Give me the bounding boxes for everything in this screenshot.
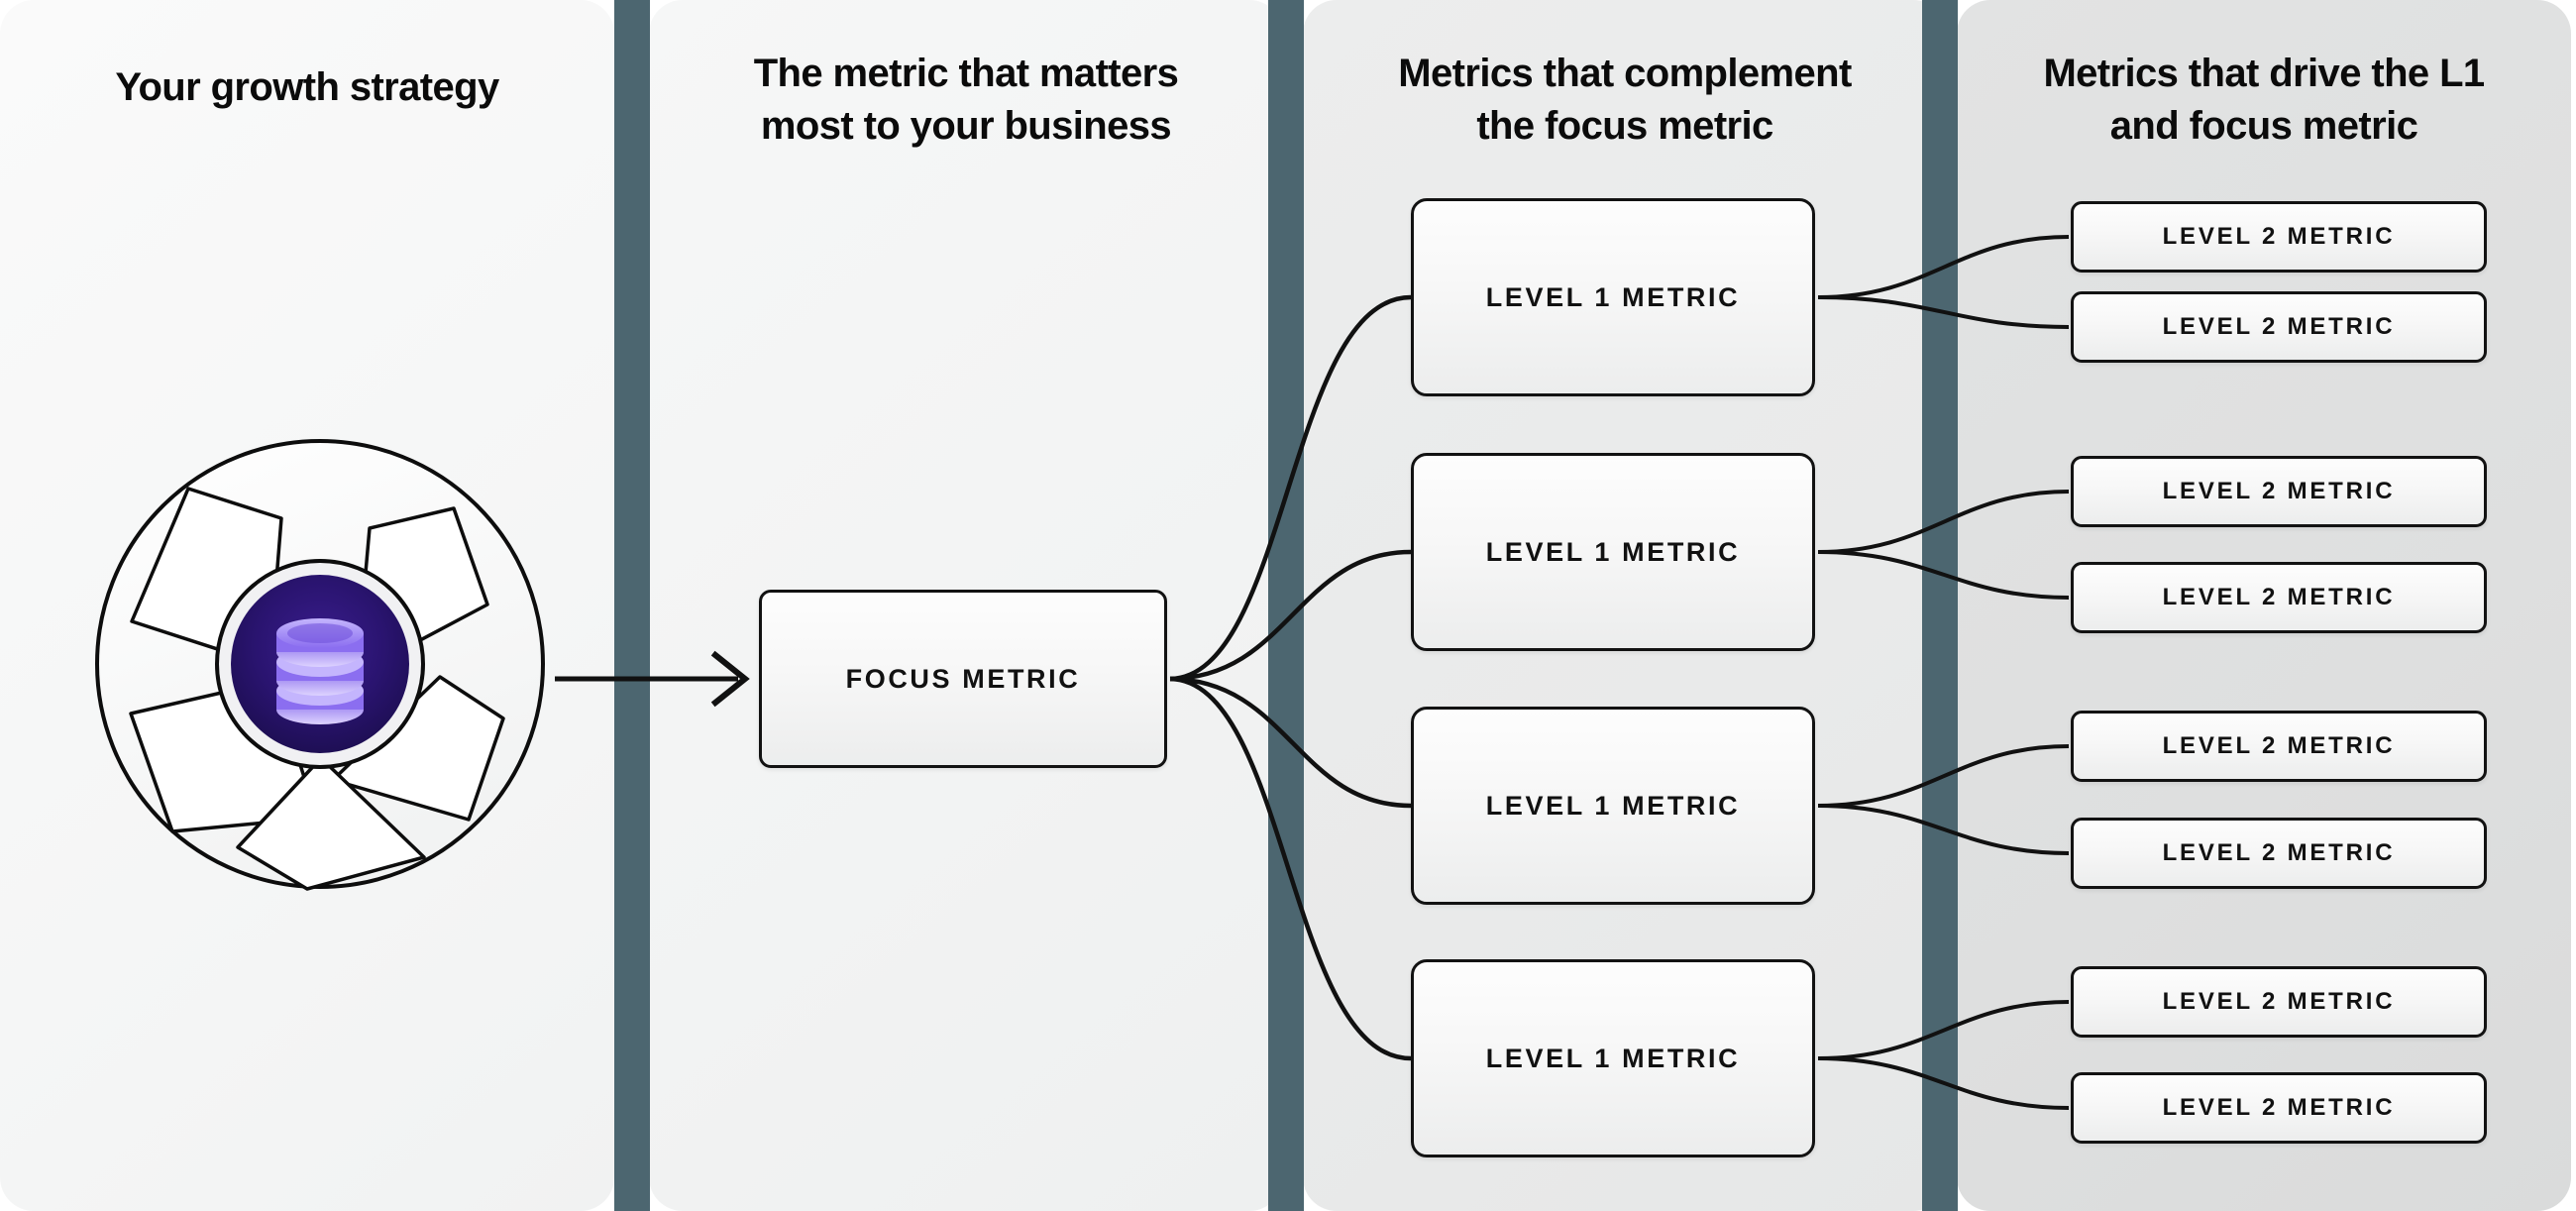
node-level1-metric-1[interactable]: LEVEL 1 METRIC [1411, 198, 1815, 396]
column-divider-3 [1922, 0, 1958, 1211]
node-level1-metric-2[interactable]: LEVEL 1 METRIC [1411, 453, 1815, 651]
node-level2-metric-2[interactable]: LEVEL 2 METRIC [2071, 291, 2487, 363]
column-heading-focus: The metric that matters most to your bus… [753, 52, 1179, 148]
column-divider-2 [1268, 0, 1304, 1211]
node-level2-metric-8[interactable]: LEVEL 2 METRIC [2071, 1072, 2487, 1144]
node-level2-metric-1[interactable]: LEVEL 2 METRIC [2071, 201, 2487, 273]
node-level2-metric-7[interactable]: LEVEL 2 METRIC [2071, 966, 2487, 1038]
node-level2-metric-5[interactable]: LEVEL 2 METRIC [2071, 711, 2487, 782]
column-heading-level1: Metrics that complement the focus metric [1398, 52, 1852, 148]
node-level2-metric-3[interactable]: LEVEL 2 METRIC [2071, 456, 2487, 527]
node-focus-metric[interactable]: FOCUS METRIC [759, 590, 1167, 768]
node-level1-metric-4[interactable]: LEVEL 1 METRIC [1411, 959, 1815, 1157]
column-heading-strategy: Your growth strategy [115, 65, 499, 109]
aperture-database-emblem [87, 431, 553, 897]
node-level1-metric-3[interactable]: LEVEL 1 METRIC [1411, 707, 1815, 905]
database-icon [276, 618, 364, 724]
column-heading-level2: Metrics that drive the L1 and focus metr… [2043, 52, 2485, 148]
node-level2-metric-4[interactable]: LEVEL 2 METRIC [2071, 562, 2487, 633]
column-divider-1 [614, 0, 650, 1211]
node-level2-metric-6[interactable]: LEVEL 2 METRIC [2071, 818, 2487, 889]
